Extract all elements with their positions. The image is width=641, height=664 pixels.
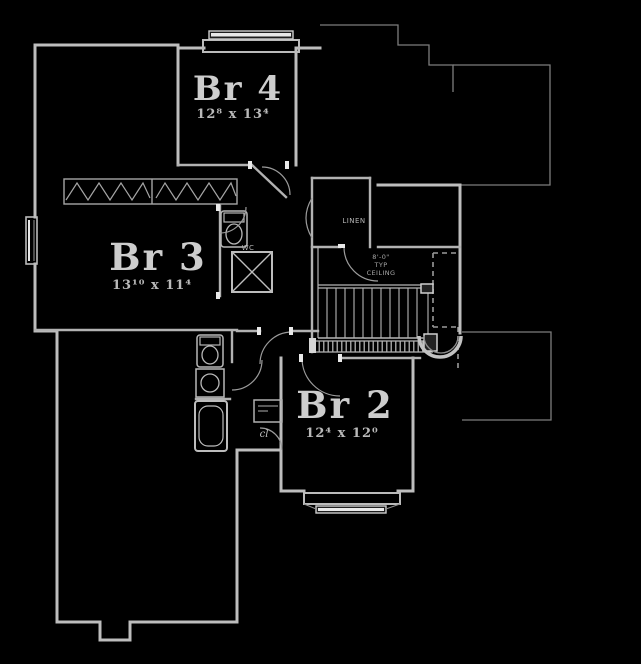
newel-post-top — [420, 283, 434, 294]
stairs-note-line3: CEILING — [367, 269, 396, 277]
stairs-note-line2: TYP — [373, 261, 387, 269]
newel-post-bottom — [423, 333, 438, 352]
window-br3-left-bay — [25, 216, 38, 265]
stairs-note-line1: 8'-0" — [372, 253, 389, 261]
linen-label: LINEN — [342, 217, 365, 225]
staircase — [317, 247, 429, 339]
vanity-sink-fixture — [195, 368, 225, 398]
window-br2-bay — [303, 492, 401, 514]
room-label-br3: Br 3 — [109, 235, 206, 279]
room-label-br2: Br 2 — [296, 383, 393, 427]
rail-end-block — [309, 338, 316, 353]
room-dims-br4: 12⁸ x 13⁴ — [196, 107, 269, 122]
bathtub-fixture — [194, 400, 228, 452]
shower-fixture — [231, 251, 273, 293]
stair-railing — [309, 283, 438, 353]
room-dims-br3: 13¹⁰ x 11⁴ — [112, 278, 192, 293]
door-arcs — [219, 166, 379, 451]
room-label-br4: Br 4 — [193, 69, 283, 109]
door-jambs — [216, 161, 345, 362]
closet-row-br3 — [63, 178, 238, 205]
toilet-lower-fixture — [196, 334, 224, 368]
window-br4-top — [202, 30, 300, 53]
arched-opening — [417, 335, 463, 359]
roof-outline-lower-right — [462, 331, 552, 421]
linen-cabinet — [253, 399, 283, 423]
wc-label: WC — [242, 244, 255, 252]
interior-walls — [33, 163, 462, 401]
closet-label: cl — [260, 429, 269, 440]
room-dims-br2: 12⁴ x 12⁰ — [305, 426, 378, 441]
roof-outline-upper-right — [320, 24, 551, 186]
